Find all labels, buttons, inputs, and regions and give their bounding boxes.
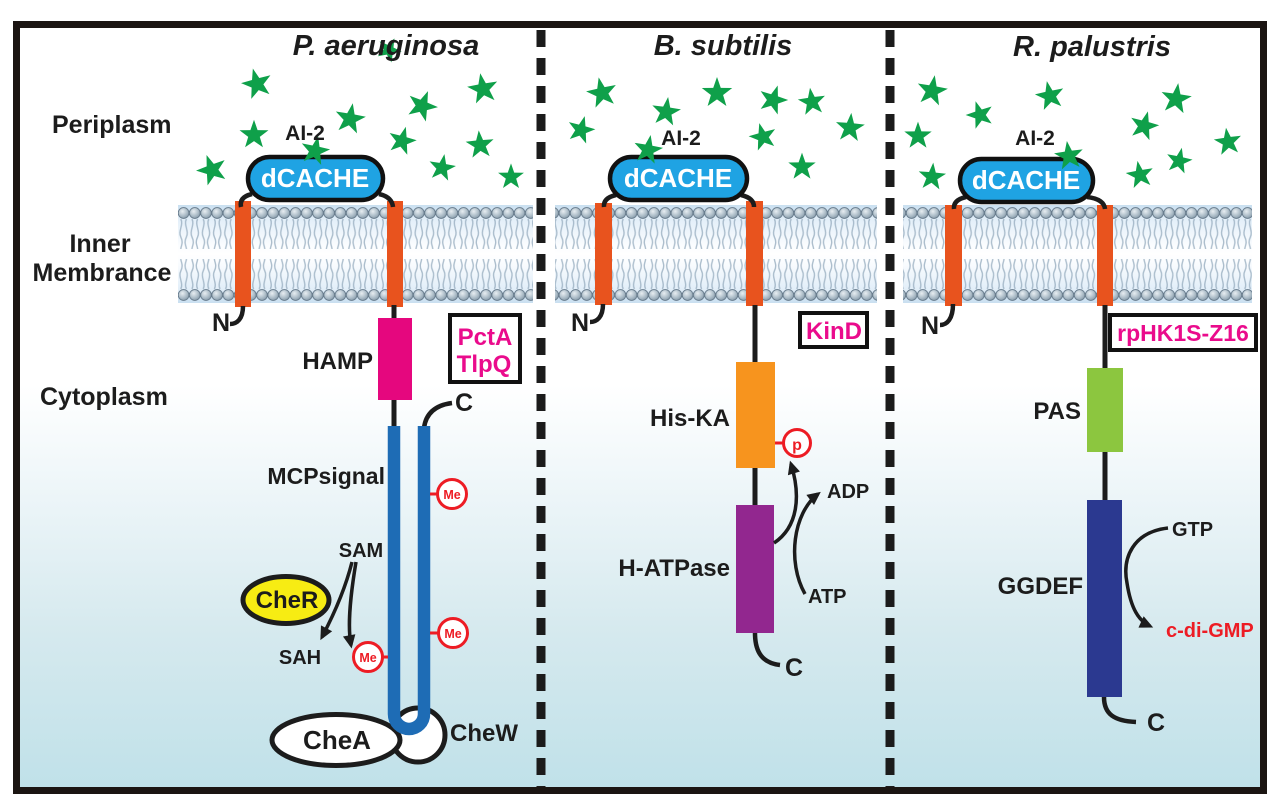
panel-title: B. subtilis (654, 30, 793, 62)
inner-membrane-label-line1: Inner (69, 230, 130, 258)
panel-b-subtilis: B. subtilis AI-2 dCACHE N KinD His-KA p … (571, 30, 869, 682)
n-terminus-label: N (921, 312, 939, 340)
linker (951, 194, 967, 210)
pas-label: PAS (1033, 398, 1081, 425)
ggdef-label: GGDEF (998, 573, 1083, 600)
me-site-2 (437, 617, 469, 649)
receptor-name-rphk1s: rpHK1S-Z16 (1117, 320, 1249, 346)
ggdef-domain (1087, 500, 1122, 697)
cytoplasm-label: Cytoplasm (40, 383, 168, 411)
receptor-box-kind (798, 311, 869, 349)
receptor-name-tlpq: TlpQ (457, 351, 512, 378)
panel-r-palustris: R. palustris AI-2 dCACHE N rpHK1S-Z16 PA… (921, 31, 1258, 737)
receptor-name-pcta: PctA (458, 324, 513, 351)
tm-helix-1 (235, 201, 251, 307)
linker (740, 192, 757, 208)
sam-me-arrow (342, 561, 358, 649)
inner-membrane-panel1 (178, 205, 533, 303)
hatpase-label: H-ATPase (618, 555, 730, 582)
dcache-label: dCACHE (261, 163, 369, 193)
dcache-label: dCACHE (972, 165, 1080, 195)
c-terminus-label: C (1147, 709, 1165, 737)
me-site-1 (436, 478, 468, 510)
phospho-label: p (792, 437, 802, 454)
me-site-3 (352, 641, 384, 673)
n-terminus-label: N (571, 309, 589, 337)
linker (238, 191, 253, 208)
receptor-box-rphk1s (1108, 313, 1258, 352)
c-terminus-label: C (455, 389, 473, 417)
hiska-domain (736, 362, 775, 468)
hatpase-domain (736, 505, 774, 633)
c-terminus-label: C (785, 654, 803, 682)
ai2-label: AI-2 (285, 122, 325, 145)
ai2-label: AI-2 (661, 127, 701, 150)
hamp-domain (378, 318, 412, 400)
linker (1086, 194, 1108, 210)
n-terminus-hook (229, 305, 246, 327)
phosphotransfer-arrow (772, 460, 800, 545)
dcache-domain (957, 156, 1096, 205)
periplasm-label: Periplasm (52, 111, 172, 139)
c-terminus-hook (752, 632, 781, 668)
gtp-label: GTP (1172, 519, 1213, 541)
tm-helix-1 (945, 205, 962, 306)
hiska-label: His-KA (650, 405, 730, 432)
me-label-2: Me (444, 627, 461, 641)
panel-p-aeruginosa: P. aeruginosa AI-2 dCACHE N C HAMP MCPsi… (212, 30, 522, 768)
receptor-name-kind: KinD (806, 318, 862, 345)
figure-background (20, 28, 1260, 787)
tm-helix-2 (746, 201, 763, 306)
cdigmp-label: c-di-GMP (1166, 620, 1254, 642)
cher-label: CheR (256, 587, 319, 614)
tm-helix-1 (595, 203, 612, 305)
ai2-label: AI-2 (1015, 127, 1055, 150)
chew-label: CheW (450, 720, 518, 747)
me-label-1: Me (443, 488, 460, 502)
panel-title: R. palustris (1013, 31, 1171, 63)
sam-sah-arrow (320, 561, 354, 641)
dcache-domain (607, 154, 750, 203)
tm-helix-2 (387, 201, 403, 307)
atp-adp-arrow (792, 491, 821, 595)
figure-frame (13, 21, 1267, 794)
dcache-label: dCACHE (624, 163, 732, 193)
sam-label: SAM (339, 540, 383, 562)
chea-label: CheA (303, 725, 371, 755)
n-terminus-label: N (212, 309, 230, 337)
compartment-labels: Periplasm Inner Membrance Cytoplasm (33, 111, 172, 411)
adp-label: ADP (827, 481, 869, 503)
mcpsignal-hairpin (387, 426, 431, 736)
atp-label: ATP (808, 586, 847, 608)
panel-title: P. aeruginosa (293, 30, 479, 62)
c-terminus-hook (1101, 696, 1137, 725)
c-terminus-hook (421, 400, 453, 429)
n-terminus-hook (589, 303, 606, 325)
chea-protein (269, 712, 403, 768)
linker (601, 192, 617, 208)
hamp-label: HAMP (302, 348, 373, 375)
me-label-3: Me (359, 651, 376, 665)
inner-membrane-label-line2: Membrance (33, 259, 172, 287)
pas-domain (1087, 368, 1123, 452)
gtp-cdigmp-arrow (1124, 526, 1169, 628)
mcpsignal-label: MCPsignal (267, 463, 385, 489)
n-terminus-hook (939, 303, 956, 328)
linker (378, 191, 396, 208)
sah-label: SAH (279, 647, 321, 669)
receptor-box-pcta-tlpq (448, 313, 522, 384)
tm-helix-2 (1097, 205, 1113, 306)
phospho-site (782, 428, 812, 458)
cher-protein (240, 574, 332, 626)
